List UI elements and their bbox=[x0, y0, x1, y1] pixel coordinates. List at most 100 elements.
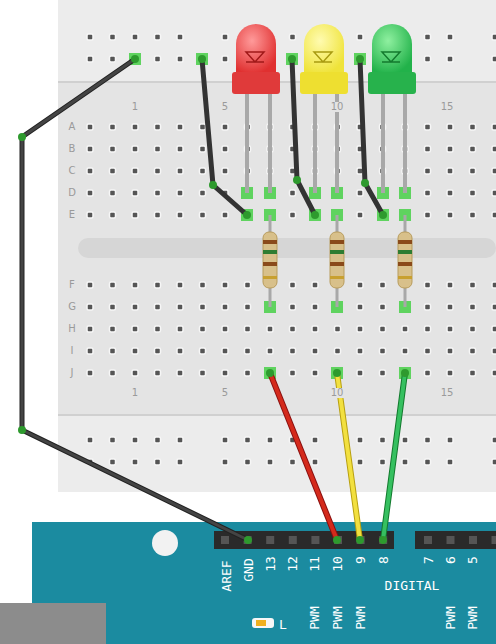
hole bbox=[447, 146, 453, 152]
hole bbox=[492, 370, 496, 376]
hole bbox=[492, 168, 496, 174]
hole bbox=[245, 326, 251, 332]
hole bbox=[492, 304, 496, 310]
hole bbox=[222, 124, 228, 130]
hole bbox=[132, 124, 138, 130]
header-pin bbox=[357, 536, 365, 544]
hole bbox=[425, 437, 431, 443]
hole bbox=[222, 370, 228, 376]
hole bbox=[312, 212, 318, 218]
hole bbox=[87, 370, 93, 376]
hole bbox=[200, 282, 206, 288]
hole bbox=[110, 348, 116, 354]
column-number: 15 bbox=[440, 102, 455, 112]
hole bbox=[267, 437, 273, 443]
column-number: 5 bbox=[221, 102, 229, 112]
hole bbox=[470, 304, 476, 310]
hole bbox=[177, 56, 183, 62]
hole bbox=[380, 326, 386, 332]
hole bbox=[222, 348, 228, 354]
hole bbox=[492, 459, 496, 465]
hole bbox=[380, 304, 386, 310]
wire-end bbox=[18, 55, 409, 544]
hole bbox=[447, 326, 453, 332]
hole bbox=[312, 304, 318, 310]
hole bbox=[312, 437, 318, 443]
mounting-hole bbox=[152, 530, 178, 556]
hole bbox=[357, 370, 363, 376]
hole bbox=[245, 437, 251, 443]
hole bbox=[110, 168, 116, 174]
pin-number: 6 bbox=[444, 556, 457, 564]
hole bbox=[177, 190, 183, 196]
hole bbox=[87, 146, 93, 152]
hole bbox=[425, 124, 431, 130]
hole bbox=[470, 370, 476, 376]
hole bbox=[177, 459, 183, 465]
hole bbox=[290, 282, 296, 288]
hole bbox=[155, 304, 161, 310]
hole bbox=[132, 34, 138, 40]
row-letter: F bbox=[68, 280, 76, 290]
hole bbox=[110, 370, 116, 376]
hole bbox=[425, 146, 431, 152]
header-pin bbox=[492, 536, 496, 544]
row-letter: H bbox=[67, 324, 77, 334]
hole bbox=[155, 437, 161, 443]
led-leg bbox=[247, 90, 405, 193]
hole bbox=[132, 146, 138, 152]
hole bbox=[110, 437, 116, 443]
hole bbox=[155, 168, 161, 174]
hole bbox=[222, 34, 228, 40]
hole bbox=[267, 348, 273, 354]
hole bbox=[110, 124, 116, 130]
hole bbox=[425, 168, 431, 174]
hole bbox=[132, 56, 138, 62]
hole bbox=[222, 212, 228, 218]
hole bbox=[447, 34, 453, 40]
hole bbox=[87, 168, 93, 174]
hole bbox=[470, 348, 476, 354]
header-pin bbox=[289, 536, 297, 544]
hole bbox=[87, 124, 93, 130]
hole bbox=[447, 56, 453, 62]
hole bbox=[132, 459, 138, 465]
hole bbox=[110, 146, 116, 152]
hole bbox=[402, 459, 408, 465]
hole bbox=[492, 437, 496, 443]
led-label: L bbox=[279, 618, 287, 631]
hole bbox=[425, 459, 431, 465]
hole bbox=[492, 56, 496, 62]
hole bbox=[312, 459, 318, 465]
hole bbox=[290, 34, 296, 40]
header-pin bbox=[447, 536, 455, 544]
hole bbox=[245, 304, 251, 310]
hole bbox=[447, 282, 453, 288]
hole bbox=[425, 212, 431, 218]
hole bbox=[357, 304, 363, 310]
row-letter: G bbox=[67, 302, 77, 312]
hole bbox=[492, 124, 496, 130]
hole bbox=[132, 190, 138, 196]
hole bbox=[87, 34, 93, 40]
hole bbox=[357, 326, 363, 332]
hole bbox=[267, 370, 273, 376]
hole bbox=[132, 212, 138, 218]
red-led bbox=[232, 24, 280, 94]
active-hole bbox=[129, 53, 411, 379]
hole bbox=[492, 190, 496, 196]
hole bbox=[177, 348, 183, 354]
hole bbox=[470, 124, 476, 130]
hole bbox=[200, 146, 206, 152]
hole bbox=[312, 282, 318, 288]
hole bbox=[447, 437, 453, 443]
hole bbox=[492, 348, 496, 354]
hole bbox=[110, 459, 116, 465]
hole bbox=[335, 348, 341, 354]
pin-number: 13 bbox=[264, 556, 277, 572]
hole bbox=[470, 326, 476, 332]
hole bbox=[200, 190, 206, 196]
hole bbox=[402, 370, 408, 376]
